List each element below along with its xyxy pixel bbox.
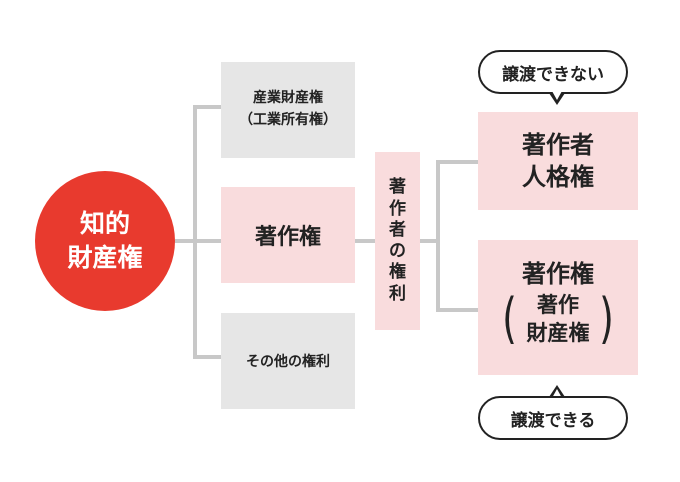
other-rights-label: その他の権利 [246, 354, 330, 370]
connector-moral [436, 160, 478, 164]
property-rights-group: ( 著作 財産権 ) [499, 291, 616, 348]
intellectual-property-circle: 知的 財産権 [35, 171, 175, 311]
industrial-property-box: 産業財産権 （工業所有権） [221, 62, 355, 158]
author-rights-char: 著 [389, 177, 406, 198]
moral-rights-line2: 人格権 [522, 163, 594, 191]
author-rights-vertical-text: 著 作 者 の 権 利 [389, 177, 406, 305]
root-line1: 知的 [79, 209, 130, 239]
author-rights-char: 者 [389, 219, 406, 240]
author-rights-char: 作 [389, 198, 406, 219]
not-transferable-pointer-fill [552, 91, 562, 100]
transferable-bubble: 譲渡できる [478, 396, 628, 440]
moral-rights-line1: 著作者 [522, 130, 594, 159]
industrial-line1: 産業財産権 [253, 90, 323, 107]
property-rights-line3: 財産権 [526, 321, 590, 346]
author-rights-char: の [389, 241, 406, 261]
author-rights-box: 著 作 者 の 権 利 [375, 152, 420, 330]
author-rights-char: 権 [389, 262, 406, 283]
property-rights-box: 著作権 ( 著作 財産権 ) [478, 240, 638, 375]
connector-right-vertical [436, 160, 440, 312]
transferable-pointer-fill [552, 389, 562, 398]
not-transferable-bubble: 譲渡できない [478, 50, 628, 94]
other-rights-box: その他の権利 [221, 313, 355, 409]
copyright-box: 著作権 [221, 187, 355, 283]
moral-rights-box: 著作者 人格権 [478, 112, 638, 210]
connector-root [175, 239, 197, 243]
property-rights-line2: 著作 [537, 293, 579, 317]
connector-author-right [420, 239, 440, 243]
connector-left-vertical [193, 105, 197, 359]
connector-other [193, 355, 221, 359]
property-rights-inner: 著作 財産権 [527, 291, 590, 348]
connector-property [436, 308, 478, 312]
transferable-label: 譲渡できる [510, 410, 596, 431]
not-transferable-label: 譲渡できない [502, 64, 604, 85]
connector-copyright-author [355, 239, 375, 243]
industrial-line2: （工業所有権） [239, 112, 337, 128]
open-paren: ( [502, 287, 518, 351]
close-paren: ) [598, 287, 614, 351]
copyright-label: 著作権 [254, 225, 321, 250]
connector-industrial [193, 105, 221, 109]
root-line2: 財産権 [67, 243, 143, 272]
property-rights-line1: 著作権 [522, 260, 594, 288]
connector-copyright [193, 239, 221, 243]
author-rights-char: 利 [389, 283, 406, 304]
